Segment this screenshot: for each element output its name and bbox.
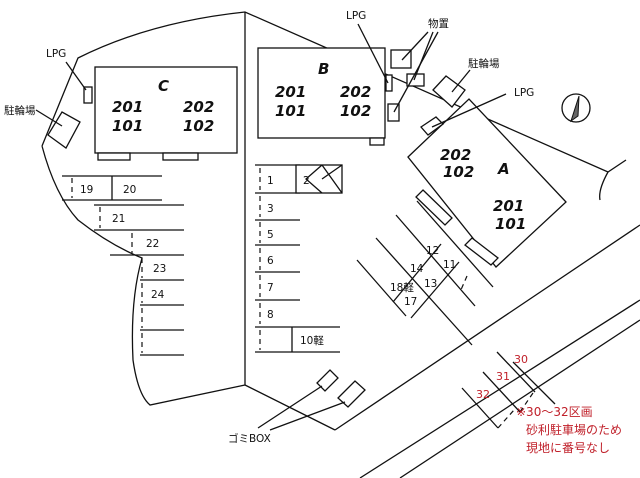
parking-space-20: 22 xyxy=(146,238,159,250)
parking-space-3: 3 xyxy=(267,203,274,215)
parking-diagonal xyxy=(356,200,494,346)
unit-label: 102 xyxy=(443,163,474,181)
unit-label: 201 xyxy=(493,197,524,215)
unit-label: 202 xyxy=(440,146,471,164)
leader-line xyxy=(401,31,429,61)
lpg-tank-c xyxy=(83,86,93,104)
leader-line xyxy=(357,23,389,84)
building-b: B 201 101 202 102 xyxy=(257,47,386,146)
parking-space-12: 12 xyxy=(426,245,439,257)
lpg-label: LPG xyxy=(46,48,66,60)
parking-left xyxy=(62,175,184,356)
note-line-3: 現地に番号なし xyxy=(526,441,610,455)
parking-space-19: 21 xyxy=(112,213,125,225)
unit-label: 201 xyxy=(112,98,143,116)
leader-line xyxy=(451,69,471,93)
note-line-1: ※30～32区画 xyxy=(516,405,593,419)
building-name: B xyxy=(318,60,329,78)
lpg-tank-b xyxy=(385,74,393,92)
building-c: C 201 101 202 102 xyxy=(94,66,238,161)
lpg-label: LPG xyxy=(514,87,534,99)
garbage-box-label: ゴミBOX xyxy=(228,432,271,445)
parking-space-18: 20 xyxy=(123,184,136,196)
garbage-box-1 xyxy=(316,369,339,392)
unit-label: 101 xyxy=(495,215,526,233)
parking-space-7: 7 xyxy=(267,282,274,294)
storage-3 xyxy=(387,103,400,122)
road-edge-3 xyxy=(399,319,640,478)
parking-space-13: 13 xyxy=(424,278,437,290)
gravel-parking xyxy=(461,351,556,429)
leader-line xyxy=(431,93,507,128)
bicycle-parking-label: 駐輪場 xyxy=(468,57,500,70)
storage-1 xyxy=(390,49,412,69)
leader-line xyxy=(269,401,346,431)
leader-line xyxy=(257,385,323,429)
unit-label: 202 xyxy=(183,98,214,116)
building-name: A xyxy=(497,160,510,178)
parking-space-6: 6 xyxy=(267,255,274,267)
leader-line xyxy=(413,31,434,81)
parking-space-21: 23 xyxy=(153,263,166,275)
building-a: 202 102 A 201 101 xyxy=(407,98,567,268)
bicycle-parking-label: 駐輪場 xyxy=(4,104,36,117)
parking-space-32: 32 xyxy=(476,388,490,401)
unit-label: 202 xyxy=(340,83,371,101)
parking-space-17: 19 xyxy=(80,184,93,196)
parking-space-15: 17 xyxy=(404,296,417,308)
leader-line xyxy=(35,109,63,127)
road-edge-2 xyxy=(359,299,640,478)
lpg-label: LPG xyxy=(346,10,366,22)
storage-label: 物置 xyxy=(428,17,449,30)
north-arrow-icon xyxy=(561,93,591,123)
unit-label: 101 xyxy=(275,102,306,120)
parking-space-11: 11 xyxy=(443,259,456,271)
leader-line xyxy=(393,31,439,113)
parking-space-16: 18軽 xyxy=(390,282,414,294)
parking-space-10: 10軽 xyxy=(300,335,324,347)
lpg-tank-a xyxy=(420,116,444,136)
note-line-2: 砂利駐車場のため xyxy=(526,422,622,437)
parking-space-1: 1 xyxy=(267,175,274,187)
unit-label: 102 xyxy=(183,117,214,135)
unit-label: 102 xyxy=(340,102,371,120)
unit-label: 101 xyxy=(112,117,143,135)
garbage-box-2 xyxy=(337,380,366,408)
parking-space-22: 24 xyxy=(151,289,165,301)
parking-space-2: 2 xyxy=(303,175,310,187)
parking-space-30: 30 xyxy=(514,353,528,366)
parking-center xyxy=(255,164,343,353)
building-name: C xyxy=(158,77,169,95)
road-edge xyxy=(334,224,640,431)
parking-space-14: 14 xyxy=(410,263,424,275)
parking-space-5: 5 xyxy=(267,229,274,241)
parking-space-31: 31 xyxy=(496,370,510,383)
unit-label: 201 xyxy=(275,83,306,101)
leader-line xyxy=(65,61,87,91)
parking-space-8: 8 xyxy=(267,309,274,321)
bicycle-parking-a xyxy=(432,75,466,108)
bicycle-parking-c xyxy=(47,111,81,149)
